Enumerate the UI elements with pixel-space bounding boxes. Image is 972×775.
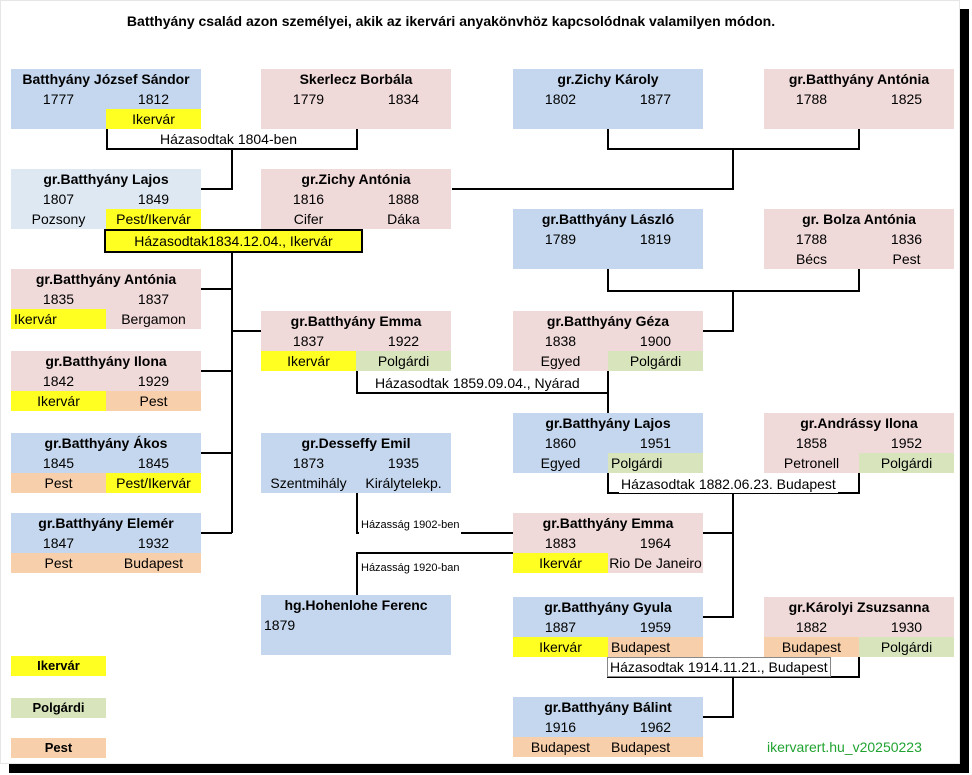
line-children-1882 [703,493,734,618]
person-bolza-antonia: gr. Bolza Antónia 1788 1836 Bécs Pest [764,209,954,269]
marriage-label-1920: Házasság 1920-ban [359,559,462,577]
legend-polgardi: Polgárdi [11,698,106,718]
line-marriage-1859 [356,371,609,394]
person-ilona: gr.Batthyány Ilona 1842 1929 Ikervár Pes… [11,351,201,411]
person-balint: gr.Batthyány Bálint 1916 1962 Budapest B… [513,697,703,757]
marriage-label-1882: Házasodtak 1882.06.23. Budapest [619,475,838,493]
diagram-frame: Batthyány család azon személyei, akik az… [0,0,960,764]
line-marriage-1920 [356,552,513,595]
person-desseffy-emil: gr.Desseffy Emil 1873 1935 Szentmihály K… [261,433,451,493]
person-zichy-karoly: gr.Zichy Károly 1802 1877 [513,69,703,129]
person-karolyi-zsuzsanna: gr.Károlyi Zsuzsanna 1882 1930 Budapest … [764,597,954,657]
person-antonia-1835: gr.Batthyány Antónia 1835 1837 Ikervár B… [11,269,201,329]
credit-text: ikervarert.hu_v20250223 [767,739,922,755]
person-emma-1837: gr.Batthyány Emma 1837 1922 Ikervár Polg… [261,311,451,371]
person-elemer: gr.Batthyány Elemér 1847 1932 Pest Budap… [11,513,201,573]
line-marriage-laszlo [607,269,860,292]
person-lajos-1807: gr.Batthyány Lajos 1807 1849 Pozsony Pes… [11,169,201,229]
family-tree-lines [106,127,860,718]
legend-ikervar: Ikervár [11,656,106,676]
person-geza: gr.Batthyány Géza 1838 1900 Egyed Polgár… [513,311,703,371]
marriage-label-1804: Házasodtak 1804-ben [158,130,299,148]
person-emma-1883: gr.Batthyány Emma 1883 1964 Ikervár Rio … [513,513,703,573]
marriage-label-1834: Házasodtak1834.12.04., Ikervár [104,229,363,253]
person-zichy-antonia: gr.Zichy Antónia 1816 1888 Cifer Dáka [261,169,451,229]
person-andrassy-ilona: gr.Andrássy Ilona 1858 1952 Petronell Po… [764,413,954,473]
person-skerlecz-borbala: Skerlecz Borbála 1779 1834 [261,69,451,129]
person-akos: gr.Batthyány Ákos 1845 1845 Pest Pest/Ik… [11,433,201,493]
line-child-geza [703,291,734,332]
person-laszlo: gr.Batthyány László 1789 1819 [513,209,703,269]
marriage-label-1914: Házasodtak 1914.11.21., Budapest [607,657,831,677]
marriage-label-1902: Házasság 1902-ben [359,516,462,534]
person-hohenlohe: hg.Hohenlohe Ferenc 1879 [261,595,451,655]
legend-pest: Pest [11,738,106,758]
person-antonia-1788: gr.Batthyány Antónia 1788 1825 [764,69,954,129]
person-lajos-1860: gr.Batthyány Lajos 1860 1951 Egyed Polgá… [513,413,703,473]
line-child-lajos-1807 [201,149,233,190]
marriage-label-1859: Házasodtak 1859.09.04., Nyárad [373,374,582,392]
person-gyula: gr.Batthyány Gyula 1887 1959 Ikervár Bud… [513,597,703,657]
line-child-zichy-antonia [452,149,734,190]
line-child-balint [703,677,734,718]
person-jozsef-sandor: Batthyány József Sándor 1777 1812 Ikervá… [11,69,201,129]
diagram-title: Batthyány család azon személyei, akik az… [126,13,776,29]
line-marriage-zichy [607,127,860,150]
